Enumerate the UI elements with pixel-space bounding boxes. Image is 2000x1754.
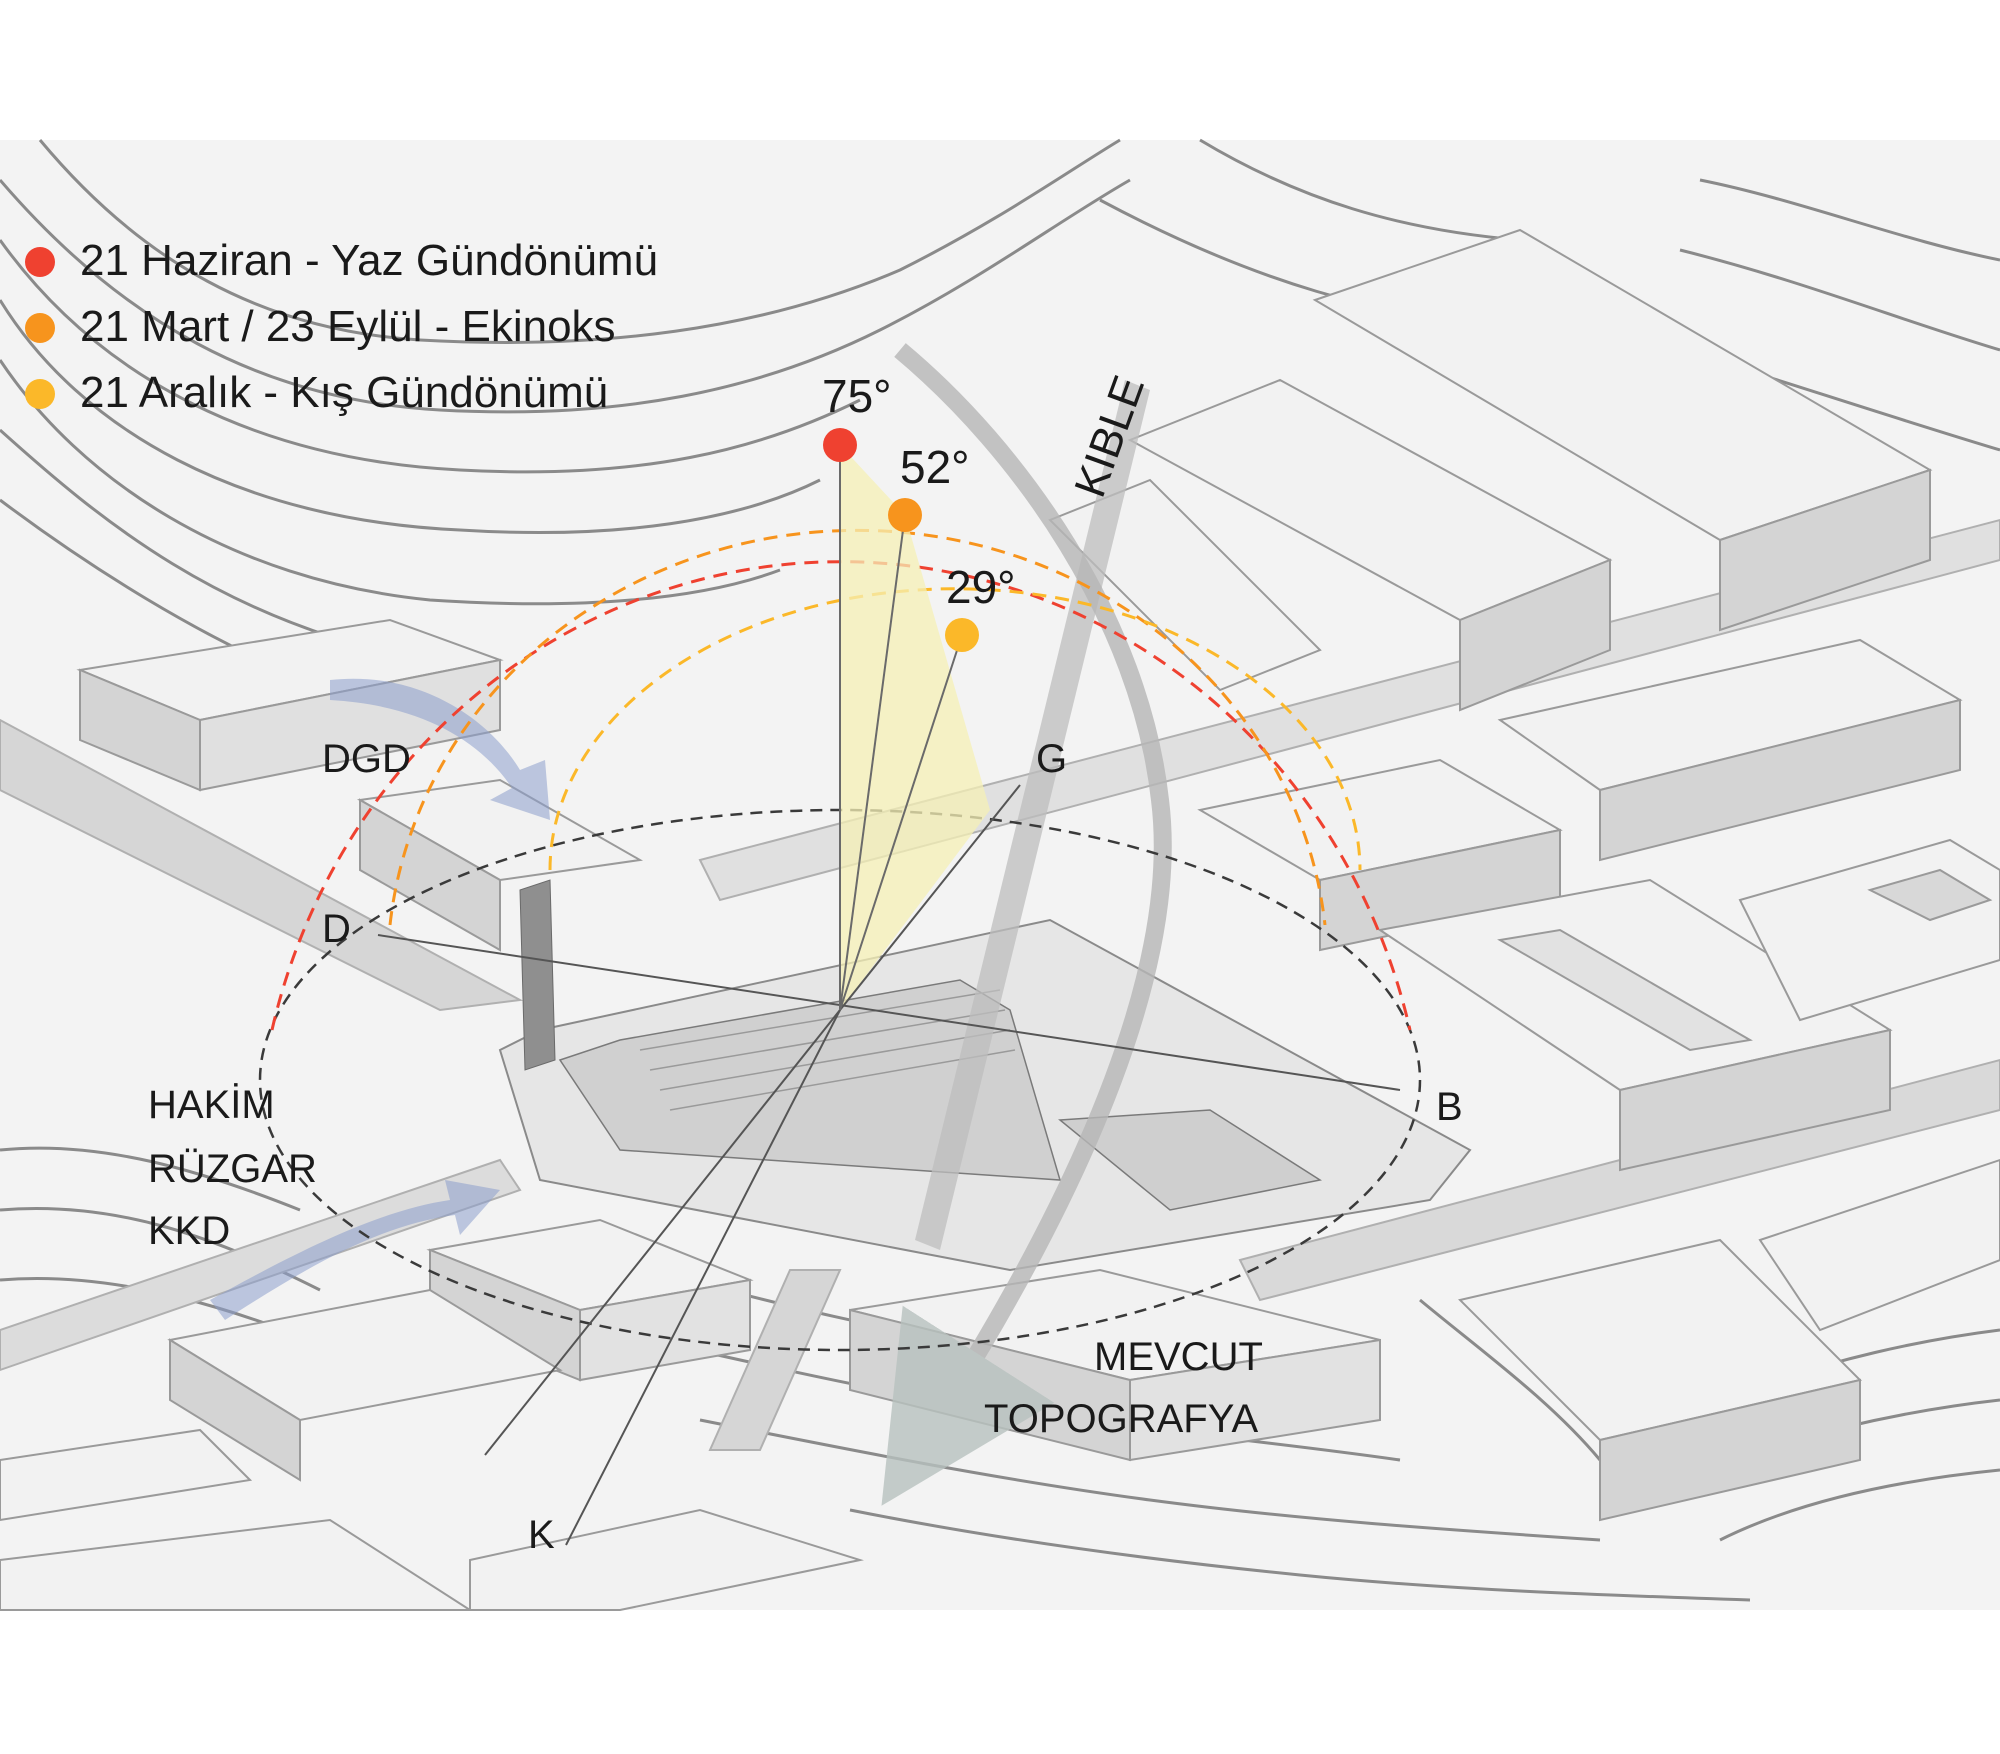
- wind-arrows: [210, 678, 550, 1320]
- legend-summer-label: 21 Haziran - Yaz Gündönümü: [80, 236, 658, 285]
- sun-rays: [839, 445, 963, 1011]
- summer-sun-dot: [823, 428, 857, 462]
- summer-angle-label: 75°: [822, 370, 892, 422]
- equinox-sun-dot: [888, 498, 922, 532]
- surrounding-buildings: [0, 228, 2000, 1611]
- qibla-band: [881, 343, 1172, 1506]
- compass-axes: [377, 784, 1401, 1546]
- legend-summer-dot: [25, 247, 55, 277]
- topography-label-line-1: MEVCUT: [1094, 1335, 1263, 1379]
- legend-winter-dot: [25, 379, 55, 409]
- project-site: [498, 879, 1472, 1272]
- direction-east-label: D: [322, 907, 351, 951]
- legend-winter-label: 21 Aralık - Kış Gündönümü: [80, 368, 608, 417]
- topography-label-line-2: TOPOGRAFYA: [984, 1397, 1258, 1441]
- legend-equinox-dot: [25, 313, 55, 343]
- legend-equinox-label: 21 Mart / 23 Eylül - Ekinoks: [80, 302, 616, 351]
- equinox-angle-label: 52°: [900, 441, 970, 493]
- winter-sun-dot: [945, 618, 979, 652]
- kkd-wind-arrow: [210, 1180, 500, 1320]
- winter-angle-label: 29°: [946, 561, 1016, 613]
- direction-north-label: K: [528, 1513, 555, 1557]
- wind-label-line-3: KKD: [148, 1209, 230, 1253]
- legend: 21 Haziran - Yaz Gündönümü 21 Mart / 23 …: [25, 236, 658, 417]
- direction-south-label: G: [1036, 737, 1067, 781]
- dgd-wind-arrow: [330, 678, 550, 820]
- direction-west-label: B: [1436, 1085, 1463, 1129]
- wind-label-line-1: HAKİM: [148, 1082, 275, 1127]
- sun-wedge: [840, 445, 990, 1010]
- dgd-label: DGD: [322, 737, 411, 781]
- winter-arc: [548, 587, 1362, 871]
- wind-label-line-2: RÜZGAR: [148, 1147, 317, 1191]
